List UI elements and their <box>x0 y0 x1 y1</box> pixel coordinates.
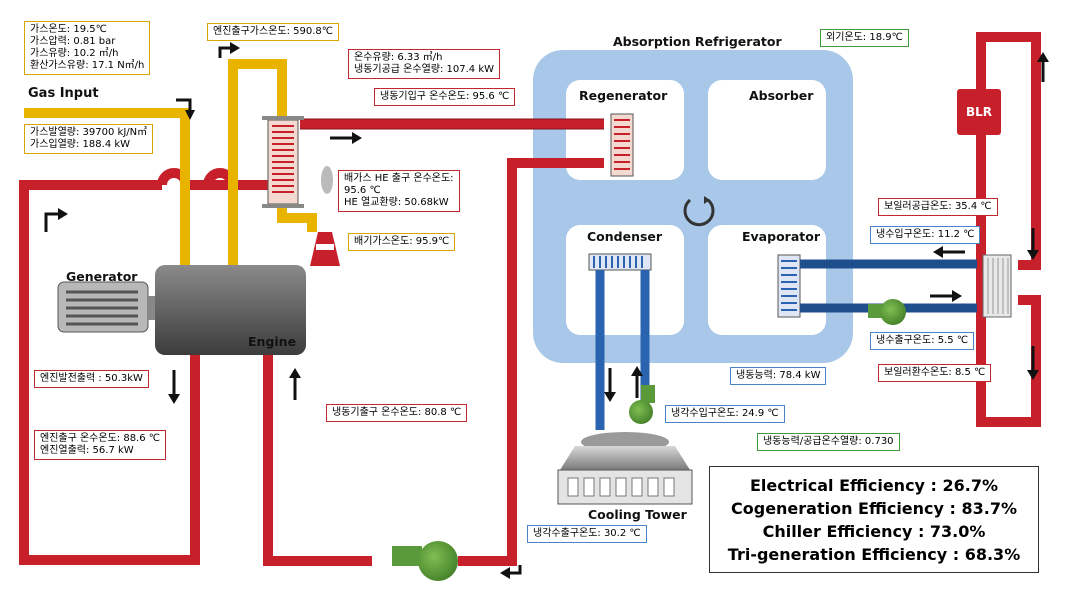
chilled-water-inlet-temp-label: 냉수입구온도: 11.2 ℃ <box>870 226 981 244</box>
cogeneration-efficiency: Cogeneration Efficiency : 83.7% <box>731 498 1017 518</box>
boiler-return-temp-label: 보일러환수온도: 8.5 ℃ <box>878 364 992 382</box>
exhaust-heat-exchanger <box>262 116 304 208</box>
cooling-water-inlet-temp-label: 냉각수입구온도: 24.9 ℃ <box>665 405 785 423</box>
pump-chilled-water <box>868 299 906 325</box>
cooling-water-outlet-temp-label: 냉각수출구온도: 30.2 ℃ <box>527 525 647 543</box>
generator-engine-group <box>57 265 306 355</box>
pump-cooling-water <box>629 385 655 424</box>
regenerator-coil <box>610 113 634 177</box>
trigeneration-efficiency: Tri-generation Efficiency : 68.3% <box>727 544 1021 564</box>
cooling-tower-title: Cooling Tower <box>588 507 687 522</box>
hot-water-pipe-edges <box>300 118 604 130</box>
hot-water-pipes <box>19 32 1041 566</box>
chilled-water-outlet-temp-label: 냉수출구온도: 5.5 ℃ <box>870 332 975 350</box>
gas-exhaust-pipes <box>24 59 317 265</box>
flow-arrows <box>44 42 1049 579</box>
chiller-efficiency: Chiller Efficiency : 73.0% <box>762 521 986 541</box>
boiler-supply-temp-label: 보일러공급온도: 35.4 ℃ <box>878 198 998 216</box>
exhaust-stack <box>310 166 340 266</box>
chiller-inlet-temp-label: 냉동기입구 온수온도: 95.6 ℃ <box>374 88 516 106</box>
electrical-efficiency: Electrical Efficiency : 26.7% <box>749 475 999 495</box>
exhaust-gas-temp-label: 배기가스온도: 95.9℃ <box>348 233 456 251</box>
gas-input-title: Gas Input <box>28 86 99 101</box>
cooling-tower <box>557 432 693 505</box>
condenser-coil <box>588 253 652 271</box>
chiller-outlet-temp-label: 냉동기출구 온수온도: 80.8 ℃ <box>326 404 468 422</box>
regenerator-title: Regenerator <box>579 88 668 103</box>
cooling-ratio-label: 냉동능력/공급온수열량: 0.730 <box>757 433 900 451</box>
absorber-title: Absorber <box>749 88 814 103</box>
plate-heat-exchanger <box>982 254 1012 318</box>
engine-exhaust-gas-temp-label: 엔진출구가스온도: 590.8℃ <box>207 23 340 41</box>
efficiency-summary: Electrical Efficiency : 26.7% Cogenerati… <box>709 466 1039 573</box>
blr-box: BLR <box>957 89 1001 135</box>
outdoor-temp-label: 외기온도: 18.9℃ <box>820 29 909 47</box>
cooling-capacity-label: 냉동능력: 78.4 kW <box>730 367 827 385</box>
generator-title: Generator <box>66 269 138 284</box>
pump-hot-water <box>392 541 458 581</box>
absorption-refrigerator-title: Absorption Refrigerator <box>613 34 782 49</box>
condenser-title: Condenser <box>587 229 663 244</box>
evaporator-coil <box>777 254 801 318</box>
evaporator-title: Evaporator <box>742 229 820 244</box>
engine-title: Engine <box>248 334 297 349</box>
engine-power-label: 엔진발전출력 : 50.3kW <box>34 370 149 388</box>
